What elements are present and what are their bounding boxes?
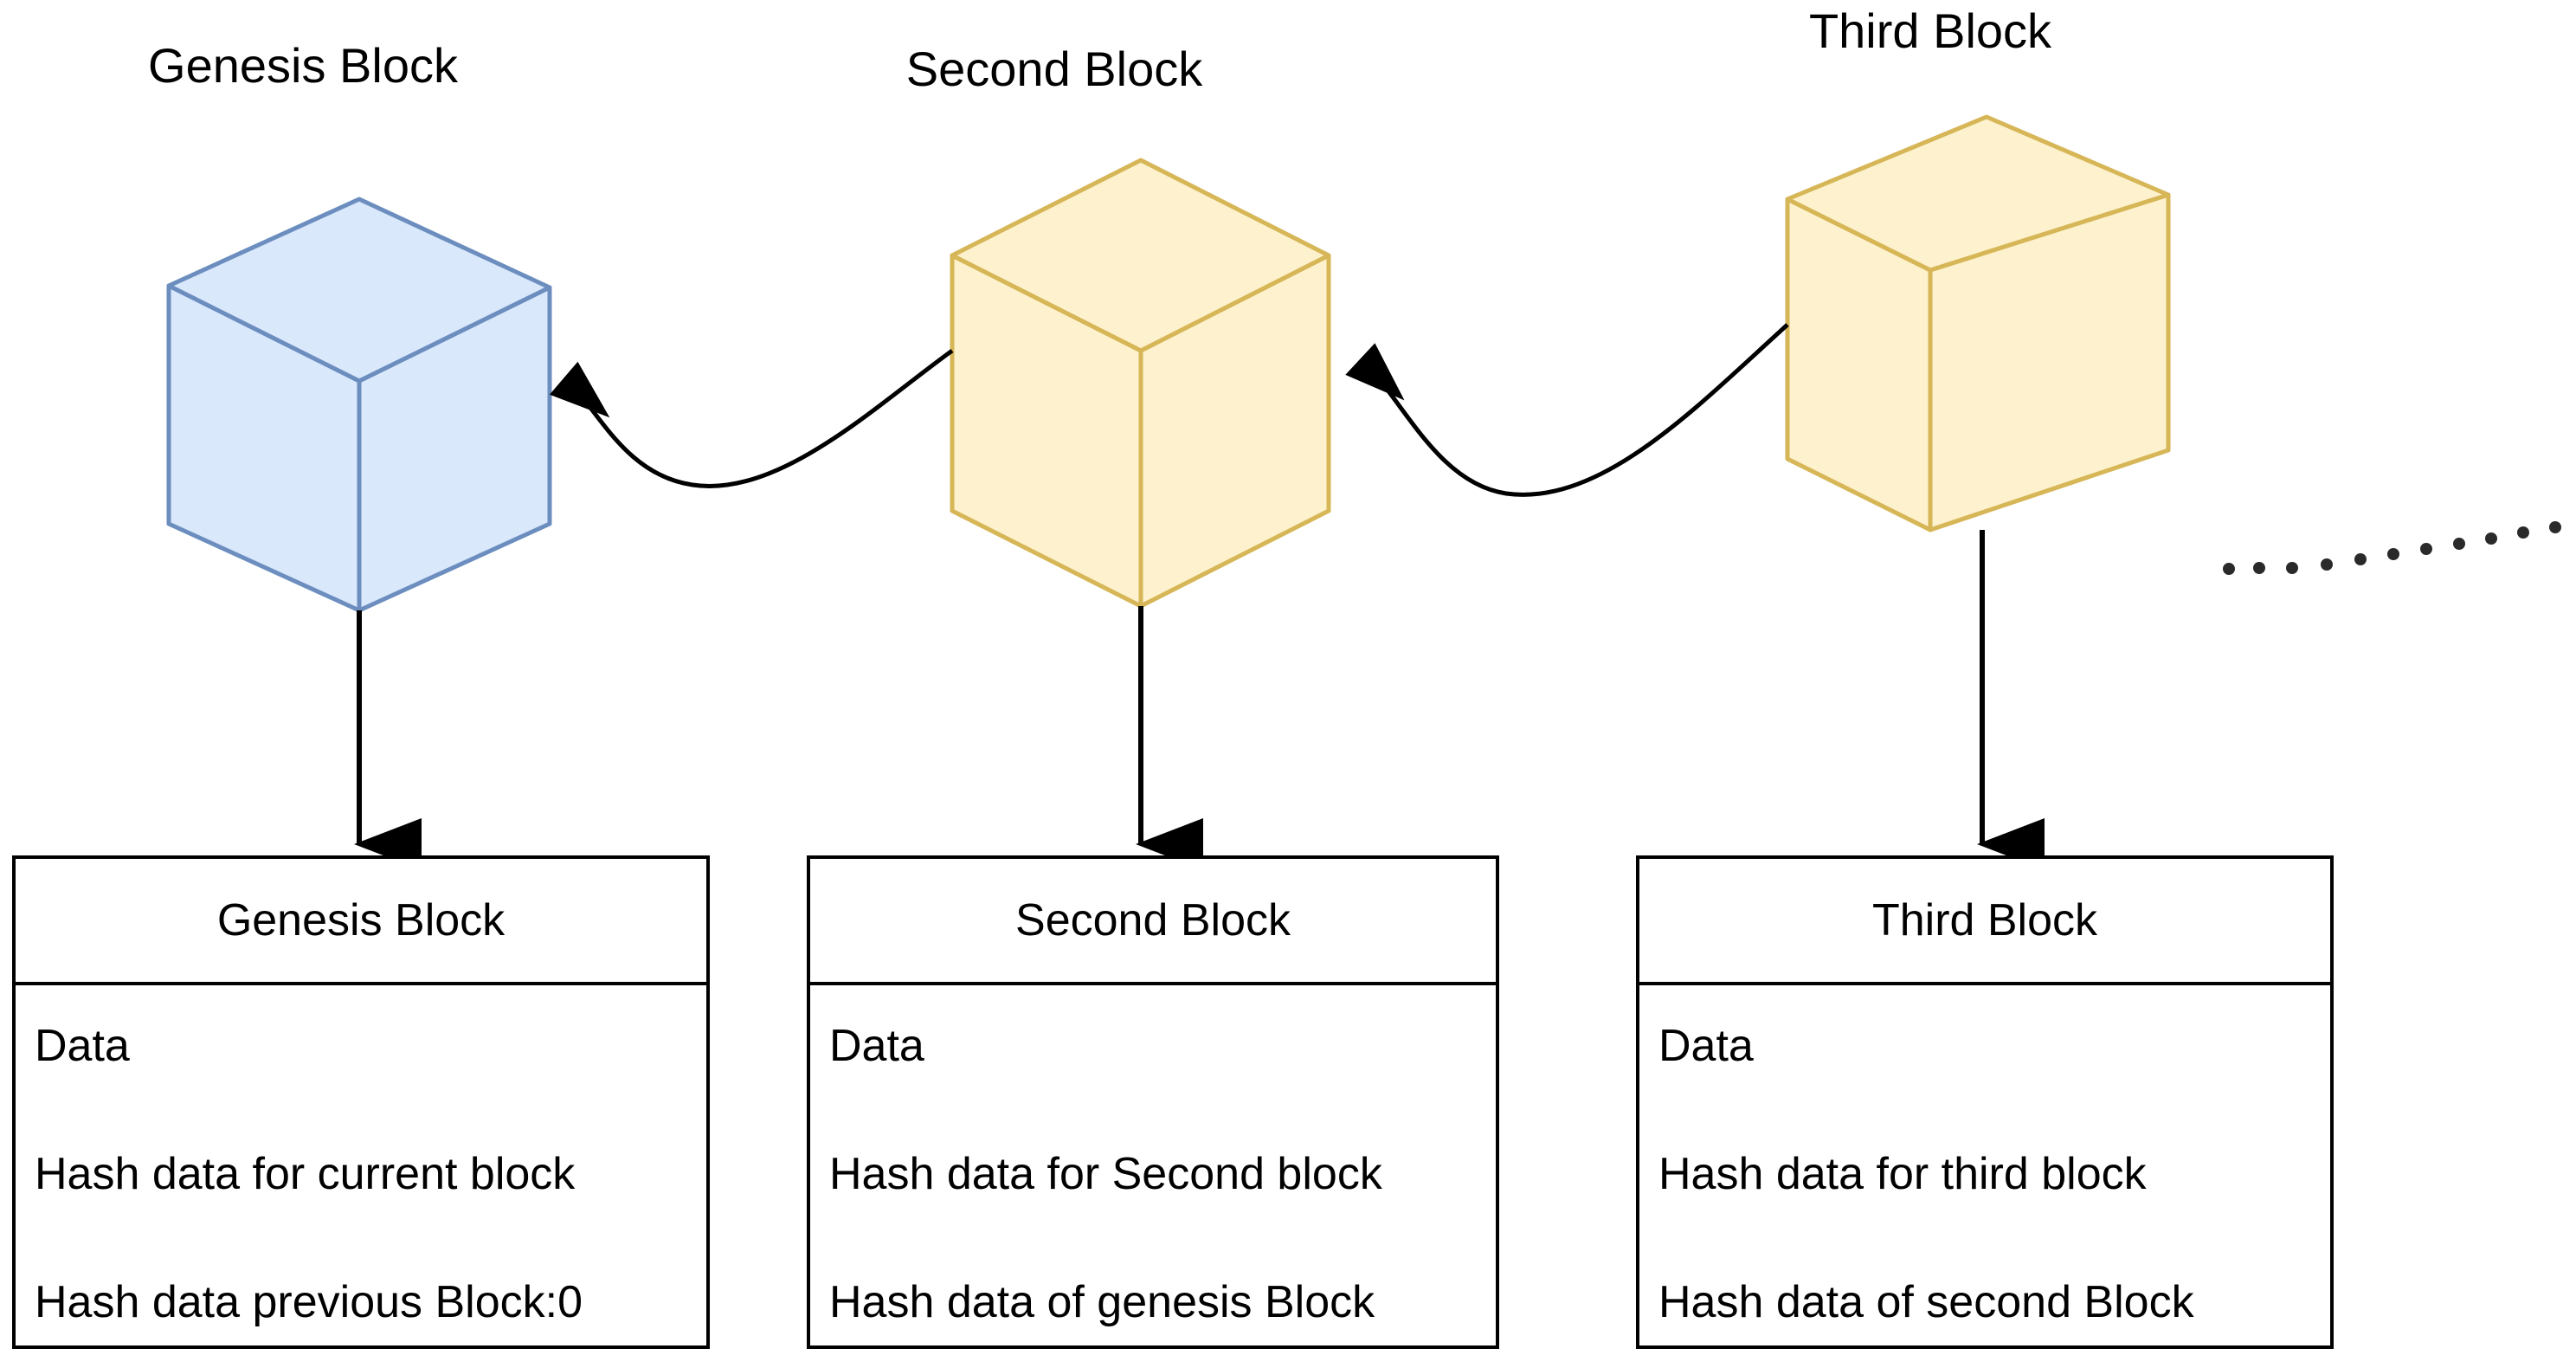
block-table-second-body: Data Hash data for Second block Hash dat… — [810, 985, 1496, 1325]
block-table-genesis[interactable]: Genesis Block Data Hash data for current… — [12, 855, 710, 1349]
curved-arrow-third-to-second[interactable] — [1345, 323, 1789, 497]
curved-arrow-second-to-genesis[interactable] — [549, 348, 954, 488]
block-table-third-header: Third Block — [1639, 859, 2330, 985]
table-row: Hash data previous Block:0 — [35, 1277, 583, 1327]
cube-third[interactable] — [1785, 114, 2171, 532]
cube-third-top-face — [1785, 114, 2171, 273]
table-row: Hash data for third block — [1658, 1149, 2147, 1199]
block-table-second-header: Second Block — [810, 859, 1496, 985]
cube-label-genesis: Genesis Block — [148, 38, 458, 93]
dotted-continuation-trail — [2223, 521, 2561, 575]
table-row: Data — [35, 1021, 130, 1071]
block-table-genesis-body: Data Hash data for current block Hash da… — [16, 985, 706, 1325]
cube-label-third: Third Block — [1808, 3, 2052, 58]
table-row: Hash data for Second block — [829, 1149, 1382, 1199]
table-row: Hash data of second Block — [1658, 1277, 2194, 1327]
cube-genesis[interactable] — [166, 197, 552, 613]
block-table-genesis-title: Genesis Block — [216, 895, 506, 945]
block-table-third-body: Data Hash data for third block Hash data… — [1639, 985, 2330, 1325]
table-row: Data — [829, 1021, 924, 1071]
cube-second[interactable] — [950, 158, 1331, 609]
table-row: Hash data of genesis Block — [829, 1277, 1375, 1327]
table-row: Data — [1658, 1021, 1754, 1071]
cube-genesis-top-face — [166, 197, 552, 384]
block-table-third[interactable]: Third Block Data Hash data for third blo… — [1636, 855, 2334, 1349]
block-table-second-title: Second Block — [1015, 895, 1291, 945]
block-table-genesis-header: Genesis Block — [16, 859, 706, 985]
cube-label-second: Second Block — [905, 42, 1203, 96]
table-row: Hash data for current block — [35, 1149, 576, 1199]
block-table-second[interactable]: Second Block Data Hash data for Second b… — [807, 855, 1499, 1349]
block-table-third-title: Third Block — [1871, 895, 2098, 945]
cube-second-top-face — [950, 158, 1331, 353]
